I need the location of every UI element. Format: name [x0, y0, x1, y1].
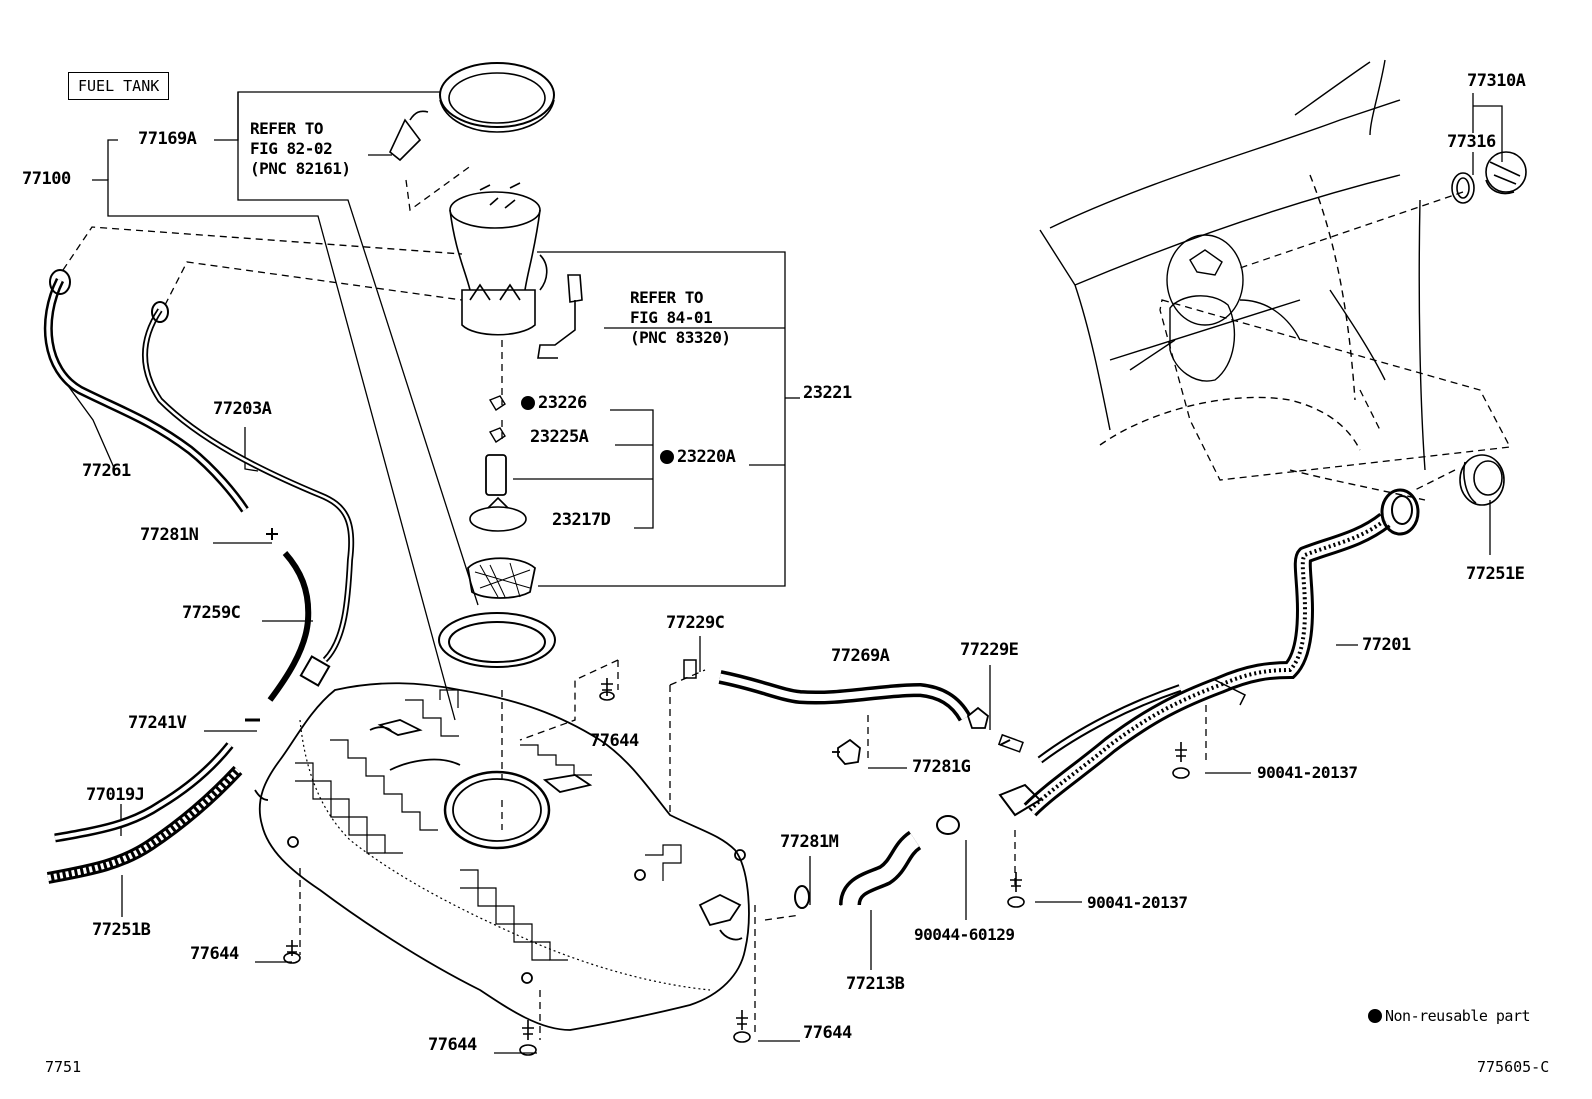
- part-77169A[interactable]: 77169A: [138, 129, 197, 149]
- section-label: FUEL TANK: [68, 72, 170, 100]
- part-90041-20137-lower[interactable]: 90041-20137: [1087, 893, 1188, 912]
- part-23221[interactable]: 23221: [803, 383, 852, 403]
- fuel-pump-module: [389, 62, 583, 599]
- filler-pipe: [997, 488, 1420, 817]
- part-77269A[interactable]: 77269A: [831, 646, 890, 666]
- legend-text: Non-reusable part: [1385, 1007, 1531, 1025]
- part-77100[interactable]: 77100: [22, 169, 71, 189]
- ref2-line1: REFER TO: [630, 288, 704, 307]
- non-reusable-dot: [660, 450, 674, 464]
- part-77203A[interactable]: 77203A: [213, 399, 272, 419]
- ref2-line3: (PNC 83320): [630, 328, 731, 347]
- part-77251E[interactable]: 77251E: [1466, 564, 1525, 584]
- part-77316[interactable]: 77316: [1447, 132, 1496, 152]
- part-77259C[interactable]: 77259C: [182, 603, 241, 623]
- part-23217D[interactable]: 23217D: [552, 510, 611, 530]
- hose-77269A: [683, 659, 972, 722]
- tank-gasket-ring: [438, 612, 556, 668]
- part-77229C[interactable]: 77229C: [666, 613, 725, 633]
- vehicle-body-outline: [1039, 59, 1426, 501]
- part-77281M[interactable]: 77281M: [780, 832, 839, 852]
- part-77201[interactable]: 77201: [1362, 635, 1411, 655]
- part-77251B[interactable]: 77251B: [92, 920, 151, 940]
- part-77644-tank-right[interactable]: 77644: [803, 1023, 852, 1043]
- refer-fig-82-02[interactable]: REFER TO FIG 82-02 (PNC 82161): [250, 119, 351, 179]
- part-77644-tank-left[interactable]: 77644: [190, 944, 239, 964]
- refer-fig-84-01[interactable]: REFER TO FIG 84-01 (PNC 83320): [630, 288, 731, 348]
- clamp-77281G: [832, 738, 861, 765]
- fuel-cap: [1451, 151, 1527, 204]
- part-90041-20137-upper[interactable]: 90041-20137: [1257, 763, 1358, 782]
- part-77261[interactable]: 77261: [82, 461, 131, 481]
- ref1-line1: REFER TO: [250, 119, 324, 138]
- footer-right-code: 775605-C: [1477, 1058, 1550, 1076]
- part-77213B[interactable]: 77213B: [846, 974, 905, 994]
- part-77644-tank-top[interactable]: 77644: [590, 731, 639, 751]
- part-23220A-label: 23220A: [677, 447, 736, 467]
- part-23220A[interactable]: 23220A: [660, 447, 736, 467]
- part-77019J[interactable]: 77019J: [86, 785, 145, 805]
- left-hoses: [43, 269, 355, 884]
- ref1-line3: (PNC 82161): [250, 159, 351, 178]
- legend-non-reusable: Non-reusable part: [1368, 1007, 1531, 1025]
- filler-grommet: [1459, 454, 1505, 506]
- part-23225A[interactable]: 23225A: [530, 427, 589, 447]
- part-90044-60129[interactable]: 90044-60129: [914, 925, 1015, 944]
- legend-dot: [1368, 1009, 1382, 1023]
- assembly-dashed-lines: [62, 164, 1512, 1040]
- hose-77213B: [794, 815, 960, 909]
- leader-lines: [57, 91, 1503, 1054]
- part-23226[interactable]: 23226: [521, 394, 587, 412]
- part-77310A[interactable]: 77310A: [1467, 71, 1526, 91]
- part-77229E[interactable]: 77229E: [960, 640, 1019, 660]
- footer-left-code: 7751: [45, 1058, 82, 1076]
- ref1-line2: FIG 82-02: [250, 139, 333, 158]
- part-77644-tank-bottom[interactable]: 77644: [428, 1035, 477, 1055]
- fuel-tank-body: [254, 682, 750, 1031]
- part-77281N[interactable]: 77281N: [140, 525, 199, 545]
- bolts: [283, 678, 1190, 1056]
- breather-clip-77229E: [966, 706, 990, 729]
- part-23226-label: 23226: [538, 393, 587, 413]
- part-77241V[interactable]: 77241V: [128, 713, 187, 733]
- non-reusable-dot: [521, 396, 535, 410]
- part-77281G[interactable]: 77281G: [912, 757, 971, 777]
- ref2-line2: FIG 84-01: [630, 308, 713, 327]
